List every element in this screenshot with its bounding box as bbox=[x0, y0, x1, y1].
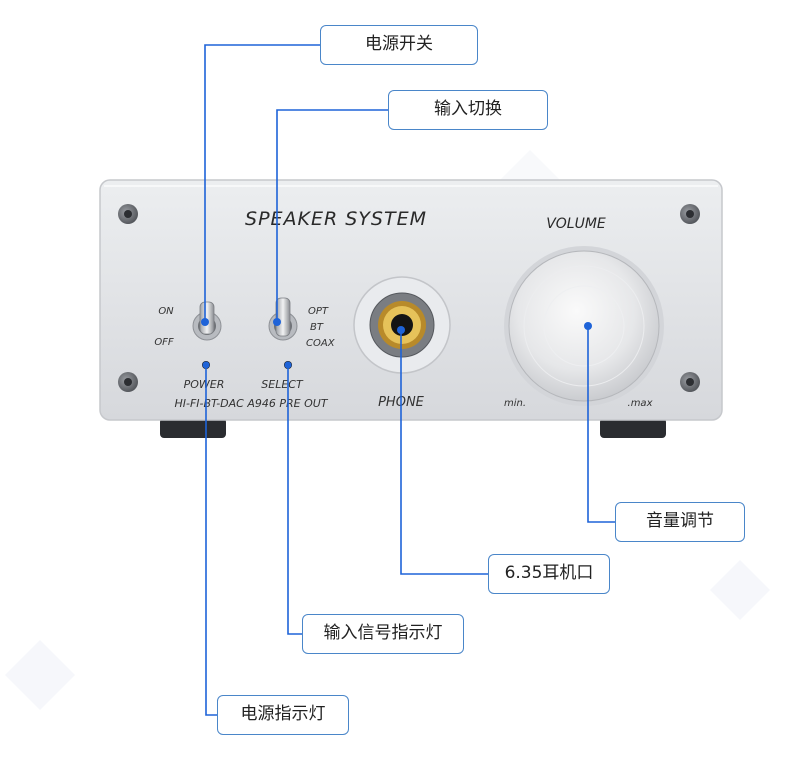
label-volume-adjust-text: 音量调节 bbox=[646, 511, 714, 531]
select-text: SELECT bbox=[261, 378, 304, 391]
power-toggle-switch[interactable] bbox=[192, 301, 222, 341]
label-power-switch: 电源开关 bbox=[320, 25, 478, 65]
volume-text: VOLUME bbox=[546, 216, 606, 232]
label-power-switch-text: 电源开关 bbox=[365, 34, 433, 54]
callout-line-power-switch bbox=[204, 44, 320, 322]
callout-line-input-switch bbox=[276, 109, 388, 322]
model-text: HI-FI-BT-DAC A946 PRE OUT bbox=[174, 397, 328, 410]
headphone-jack[interactable] bbox=[353, 276, 451, 374]
label-headphone-jack-text: 6.35耳机口 bbox=[504, 563, 594, 583]
callout-lines bbox=[204, 44, 615, 716]
coax-text: COAX bbox=[306, 338, 336, 349]
on-text: ON bbox=[158, 306, 174, 317]
label-input-signal-indicator: 输入信号指示灯 bbox=[302, 614, 464, 654]
right-foot bbox=[600, 418, 666, 438]
label-input-switch-text: 输入切换 bbox=[434, 99, 502, 119]
power-text: POWER bbox=[184, 378, 225, 391]
label-input-switch: 输入切换 bbox=[388, 90, 548, 130]
callout-line-volume bbox=[587, 326, 615, 523]
callout-dots bbox=[201, 318, 592, 369]
label-headphone-jack: 6.35耳机口 bbox=[488, 554, 610, 594]
bt-text: BT bbox=[310, 322, 324, 333]
screw-bottom-right bbox=[680, 372, 700, 392]
brand-text: SPEAKER SYSTEM bbox=[245, 208, 427, 230]
callout-line-headphone bbox=[400, 330, 488, 575]
screw-top-left bbox=[118, 204, 138, 224]
label-power-indicator: 电源指示灯 bbox=[217, 695, 349, 735]
label-power-indicator-text: 电源指示灯 bbox=[240, 704, 326, 724]
label-volume-adjust: 音量调节 bbox=[615, 502, 745, 542]
min-text: min. bbox=[504, 398, 526, 409]
left-foot bbox=[160, 418, 226, 438]
callout-line-input-indicator bbox=[287, 365, 302, 635]
callout-line-power-indicator bbox=[205, 365, 217, 716]
label-input-signal-indicator-text: 输入信号指示灯 bbox=[323, 623, 443, 643]
opt-text: OPT bbox=[308, 306, 329, 317]
screw-top-right bbox=[680, 204, 700, 224]
screw-bottom-left bbox=[118, 372, 138, 392]
off-text: OFF bbox=[154, 337, 174, 348]
max-text: .max bbox=[628, 398, 653, 409]
